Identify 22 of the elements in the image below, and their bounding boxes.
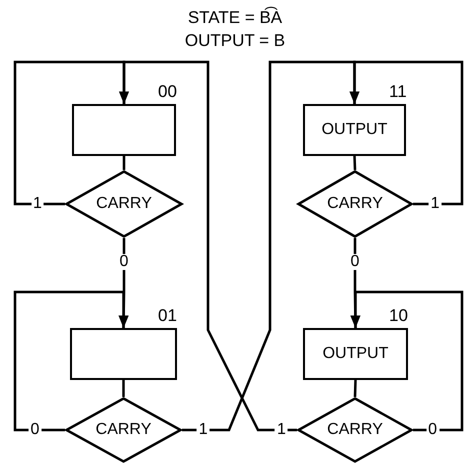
connector-arrow xyxy=(119,60,297,432)
state-code: 01 xyxy=(158,306,177,326)
node-text: OUTPUT xyxy=(322,345,388,363)
state-code: 00 xyxy=(158,82,177,102)
node-text: CARRY xyxy=(96,421,152,439)
decision-diamond xyxy=(65,397,182,463)
decision-diamond xyxy=(297,170,413,238)
decision-diamond xyxy=(297,397,413,463)
edge-label: 0 xyxy=(348,254,362,270)
connector-arrow xyxy=(350,290,464,432)
connector-arrow xyxy=(182,60,360,432)
node-text: OUTPUT xyxy=(322,121,388,139)
node-text: CARRY xyxy=(327,195,383,213)
state-note: STATE = B͡A xyxy=(188,8,282,28)
node-text: CARRY xyxy=(96,195,152,213)
state-code: 10 xyxy=(389,306,408,326)
node-text: CARRY xyxy=(327,421,383,439)
state-code: 11 xyxy=(389,82,407,102)
connector-arrow xyxy=(14,290,128,432)
decision-diamond xyxy=(65,170,183,238)
edge-label: 0 xyxy=(118,254,130,270)
state-note: OUTPUT = B xyxy=(184,31,286,51)
